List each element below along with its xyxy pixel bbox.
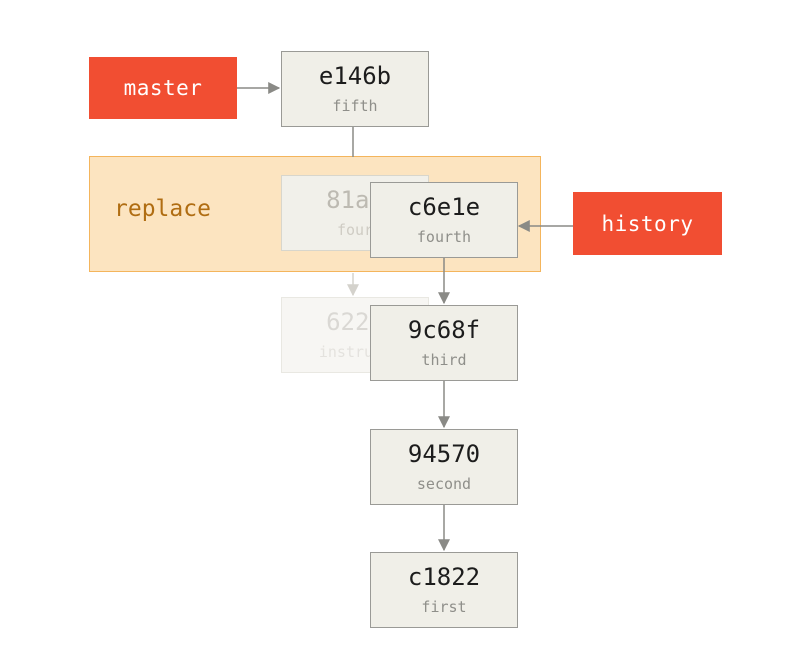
commit-message: first [421, 598, 467, 616]
commit-sha: 94570 [407, 440, 481, 468]
commit-message: four [336, 221, 374, 239]
commit-sha: e146b [318, 62, 392, 90]
commit-c1822[interactable]: c1822 first [370, 552, 518, 628]
commit-e146b[interactable]: e146b fifth [281, 51, 429, 127]
commit-message: fourth [416, 228, 472, 246]
commit-9c68f[interactable]: 9c68f third [370, 305, 518, 381]
commit-sha: 9c68f [407, 316, 481, 344]
commit-message: second [416, 475, 472, 493]
ref-master[interactable]: master [89, 57, 237, 119]
replace-label: replace [114, 196, 211, 222]
ref-history[interactable]: history [573, 192, 722, 255]
commit-94570[interactable]: 94570 second [370, 429, 518, 505]
commit-sha: c1822 [407, 563, 481, 591]
commit-c6e1e[interactable]: c6e1e fourth [370, 182, 518, 258]
commit-message: fifth [332, 97, 378, 115]
commit-sha: c6e1e [407, 193, 481, 221]
commit-message: third [421, 351, 467, 369]
